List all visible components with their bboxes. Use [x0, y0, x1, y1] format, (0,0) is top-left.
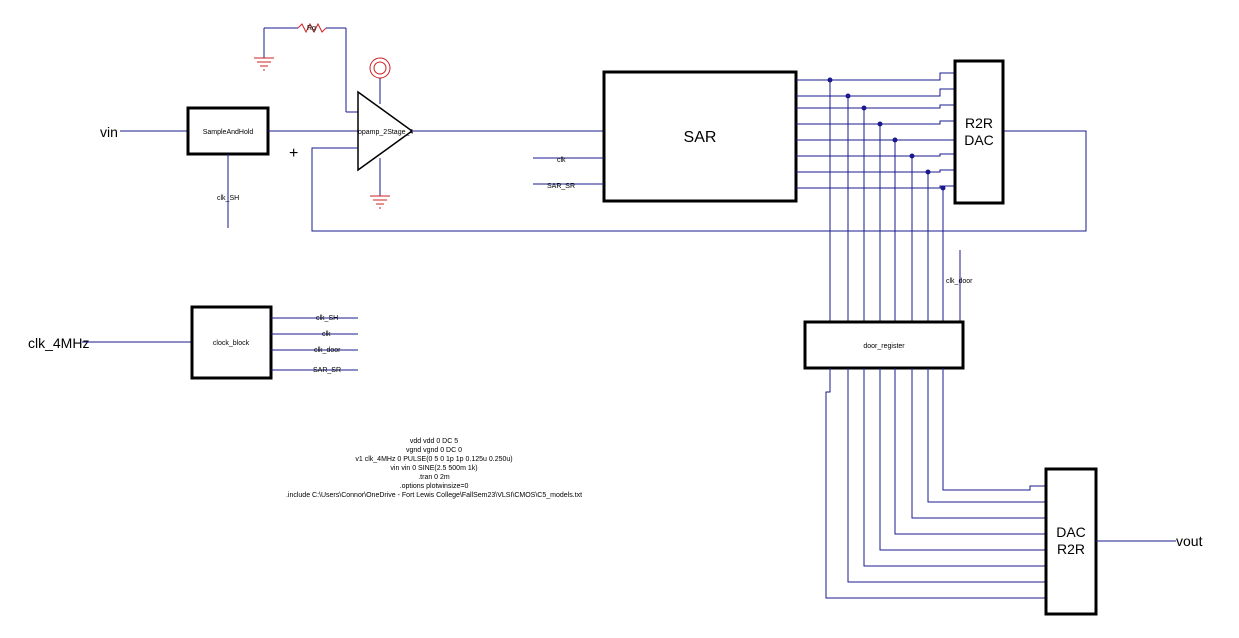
- clock-out-clk-sh-label: clk_SH: [316, 315, 338, 322]
- opamp-triangle[interactable]: [357, 90, 414, 172]
- spice-directives: vdd vdd 0 DC 5 vgnd vgnd 0 DC 0 v1 clk_4…: [286, 438, 582, 499]
- clock-out-clk-door-label: clk_door: [314, 347, 341, 354]
- spice-line: .include C:\Users\Connor\OneDrive - Fort…: [286, 492, 582, 499]
- vin-port-label: vin: [100, 124, 118, 140]
- spice-line: v1 clk_4MHz 0 PULSE(0 5 0 1p 1p 0.125u 0…: [355, 456, 512, 463]
- door-to-dac-bus: [825, 368, 1046, 599]
- door-clk-net-label: clk_door: [946, 278, 973, 285]
- sar-block[interactable]: [602, 70, 798, 203]
- clock-out-clk-label: clk: [322, 331, 331, 338]
- r2r-dac-label-line2: DAC: [964, 132, 994, 148]
- sample-and-hold-label: SampleAndHold: [203, 129, 254, 136]
- sar-to-r2r-bus: [796, 72, 955, 322]
- clk-4mhz-port-label: clk_4MHz: [28, 335, 89, 351]
- ground-symbol-opamp: [370, 195, 390, 209]
- clock-block[interactable]: [190, 305, 273, 380]
- clock-out-sar-sr-label: SAR_SR: [313, 367, 341, 374]
- sar-sr-net-label: SAR_SR: [547, 183, 575, 190]
- door-register-label: door_register: [863, 343, 905, 350]
- dac-r2r-block[interactable]: [1044, 467, 1098, 616]
- sar-label: SAR: [684, 129, 717, 146]
- sar-clk-net-label: clk: [557, 157, 566, 164]
- clock-block-label: clock_block: [213, 340, 250, 347]
- dac-r2r-label-line1: DAC: [1056, 524, 1086, 540]
- r2r-dac-block[interactable]: [953, 59, 1005, 205]
- plus-sign: +: [289, 145, 298, 162]
- ground-symbol-rg: [254, 57, 274, 71]
- spice-line: vin vin 0 SINE(2.5 500m 1k): [390, 465, 477, 472]
- door-register-block[interactable]: [803, 320, 965, 370]
- spice-line: vdd vdd 0 DC 5: [410, 438, 458, 445]
- resistor-label: Rg: [307, 25, 316, 32]
- opamp-label: opamp_2Stage_4: [358, 129, 413, 136]
- r2r-dac-label-line1: R2R: [965, 115, 993, 131]
- net-label-clk-sh-sh: clk_SH: [217, 195, 239, 202]
- spice-line: vgnd vgnd 0 DC 0: [406, 447, 462, 454]
- dac-r2r-label-line2: R2R: [1057, 541, 1085, 557]
- supply-symbol: [369, 57, 391, 104]
- spice-line: .options plotwinsize=0: [400, 483, 469, 490]
- resistor-rg[interactable]: [297, 22, 327, 34]
- vout-port-label: vout: [1176, 533, 1203, 549]
- spice-line: .tran 0 2m: [418, 474, 450, 481]
